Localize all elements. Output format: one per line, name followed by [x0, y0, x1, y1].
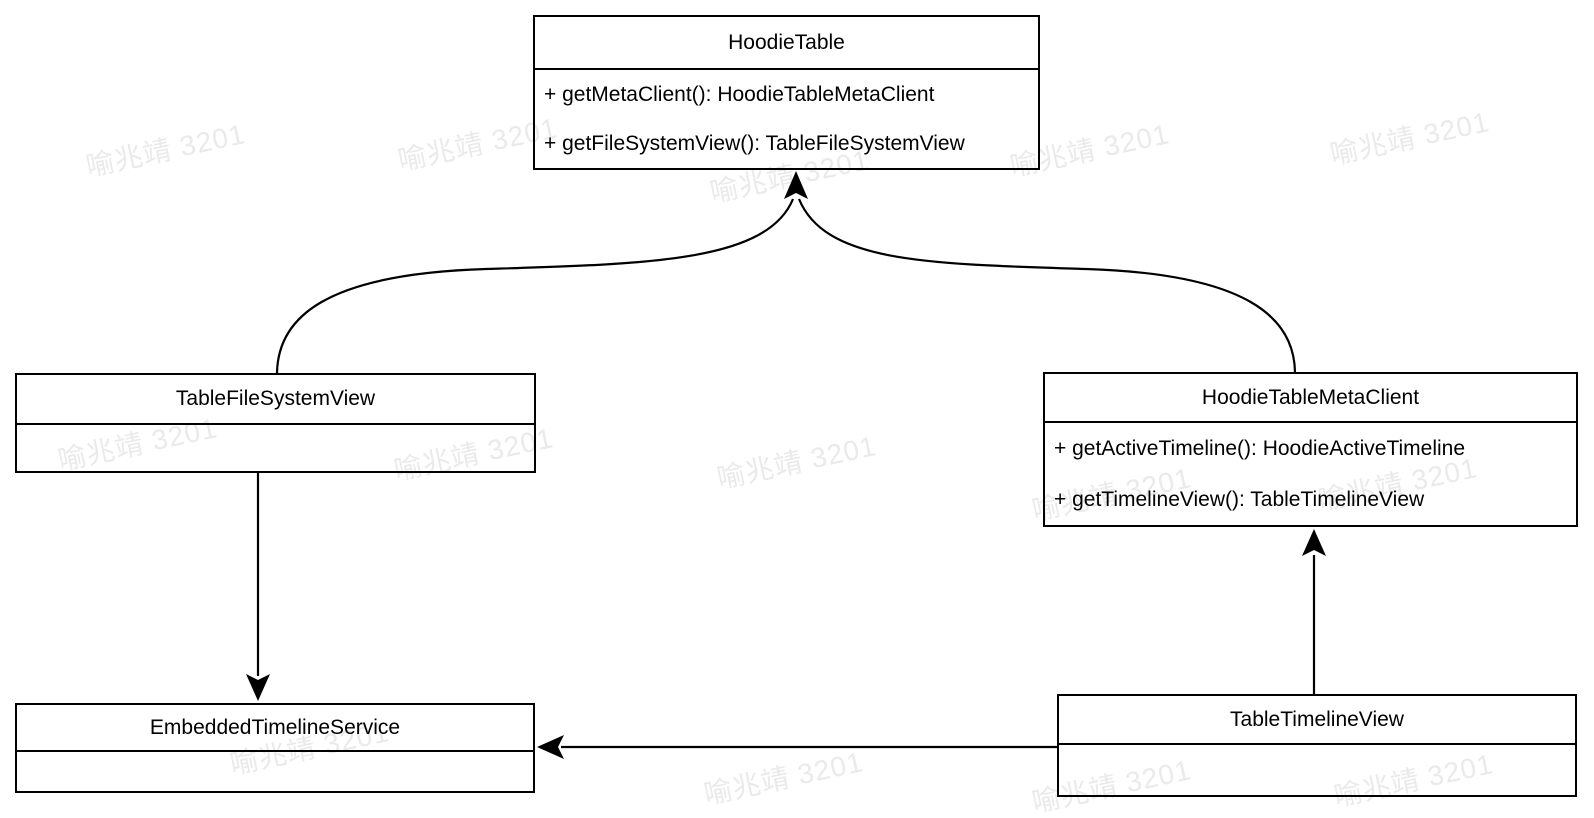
arrow-tablefilesystemview-to-embeddedtimelineservice: [246, 473, 270, 701]
class-embeddedtimelineservice: EmbeddedTimelineService: [15, 703, 535, 793]
method-getactivetimeline: + getActiveTimeline(): HoodieActiveTimel…: [1054, 436, 1466, 460]
class-hoodietable-title: HoodieTable: [535, 17, 1038, 70]
class-tabletimelineview-body: [1059, 745, 1575, 795]
method-getfilesystemview: + getFileSystemView(): TableFileSystemVi…: [544, 131, 965, 155]
class-hoodietablemetaclient-methods: + getActiveTimeline(): HoodieActiveTimel…: [1045, 423, 1576, 525]
class-tablefilesystemview: TableFileSystemView: [15, 373, 536, 473]
class-tablefilesystemview-body: [17, 425, 534, 471]
class-tablefilesystemview-title: TableFileSystemView: [17, 375, 534, 425]
class-embeddedtimelineservice-title: EmbeddedTimelineService: [17, 705, 533, 752]
class-embeddedtimelineservice-body: [17, 752, 533, 791]
arrow-tablefilesystemview-to-hoodietable: [275, 198, 795, 374]
class-hoodietable: HoodieTable + getMetaClient(): HoodieTab…: [533, 15, 1040, 170]
method-getmetaclient: + getMetaClient(): HoodieTableMetaClient: [544, 82, 935, 106]
class-tabletimelineview-title: TableTimelineView: [1059, 696, 1575, 745]
class-hoodietablemetaclient: HoodieTableMetaClient + getActiveTimelin…: [1043, 372, 1578, 527]
class-hoodietablemetaclient-title: HoodieTableMetaClient: [1045, 374, 1576, 423]
method-gettimelineview: + getTimelineView(): TableTimelineView: [1054, 487, 1425, 511]
class-tabletimelineview: TableTimelineView: [1057, 694, 1577, 797]
class-hoodietable-methods: + getMetaClient(): HoodieTableMetaClient…: [535, 70, 1038, 168]
arrowhead-up-hoodietable: [784, 171, 808, 199]
arrow-tabletimelineview-to-embeddedtimelineservice: [537, 735, 1057, 759]
arrow-tabletimelineview-to-hoodietablemetaclient: [1302, 529, 1326, 694]
arrow-hoodietablemetaclient-to-hoodietable: [797, 198, 1297, 373]
